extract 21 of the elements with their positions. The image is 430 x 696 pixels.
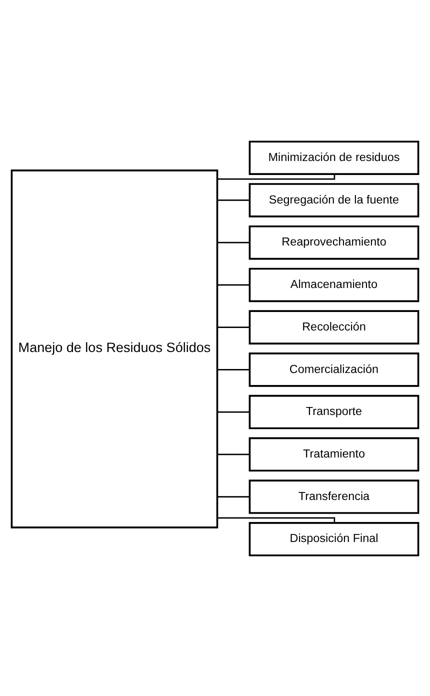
connector: [218, 453, 250, 455]
connector: [218, 241, 250, 243]
connector: [218, 199, 250, 200]
connector: [218, 496, 250, 497]
node-box: Almacenamiento: [248, 267, 420, 302]
connector: [217, 174, 336, 180]
connector: [218, 284, 250, 286]
node-box: Disposición Final: [248, 522, 420, 556]
node-box: Recolección: [248, 310, 420, 344]
node-box: Comercialización: [248, 352, 420, 386]
node-box: Minimización de residuos: [248, 140, 420, 174]
node-box: Segregación de la fuente: [248, 182, 420, 217]
node-box: Transferencia: [248, 479, 420, 514]
connector: [218, 410, 250, 412]
connector: [218, 326, 250, 328]
connector: [217, 516, 336, 522]
node-box: Manejo de los Residuos Sólidos: [10, 169, 218, 528]
node-box: Transporte: [248, 394, 420, 429]
node-box: Reaprovechamiento: [248, 224, 420, 260]
connector: [218, 368, 250, 370]
node-box: Tratamiento: [248, 436, 420, 472]
